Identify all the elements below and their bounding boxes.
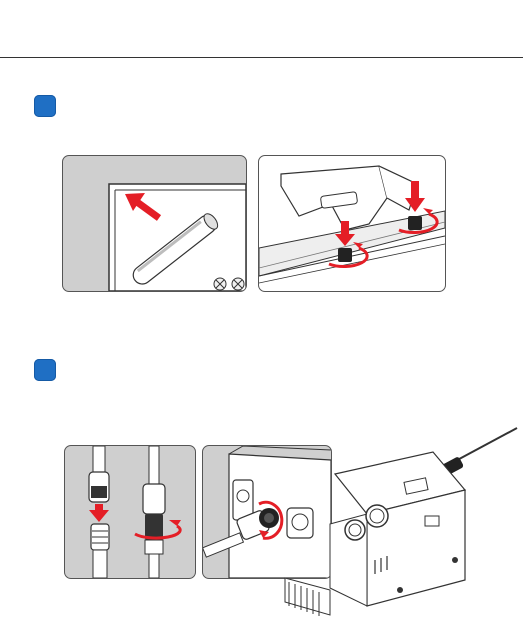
battery-insertion-illustration: [62, 155, 247, 292]
recorder-device-drawing: [255, 410, 523, 629]
thumbscrew-mounting-illustration: [258, 155, 446, 292]
step-1-badge: [34, 95, 56, 117]
step-2-badge: [34, 359, 56, 381]
header-divider: [0, 57, 523, 58]
xlr-connector-locking-illustration: [64, 445, 196, 579]
